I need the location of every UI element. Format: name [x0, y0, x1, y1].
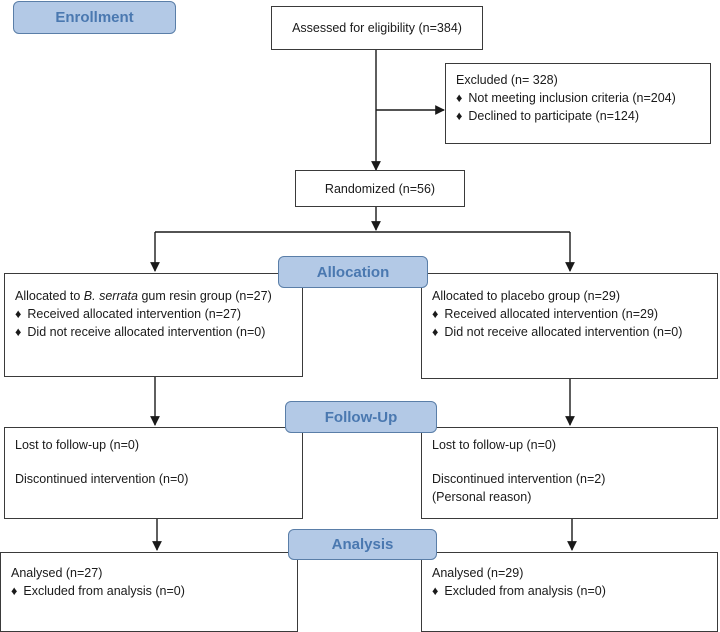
bullet-glyph: ♦: [11, 584, 18, 598]
followup-left-discontinued: Discontinued intervention (n=0): [15, 472, 189, 486]
bullet-glyph: ♦: [432, 584, 439, 598]
analysis-left-item: ♦Excluded from analysis (n=0): [11, 584, 185, 598]
stage-enrollment: Enrollment: [13, 1, 176, 34]
followup-right-reason: (Personal reason): [432, 490, 532, 504]
allocation-left-item: ♦Received allocated intervention (n=27): [15, 307, 242, 321]
allocation-right-box: Allocated to placebo group (n=29) ♦Recei…: [421, 273, 718, 379]
allocation-right-title: Allocated to placebo group (n=29): [432, 289, 620, 303]
bullet-glyph: ♦: [432, 325, 439, 339]
followup-left-box: Lost to follow-up (n=0) Discontinued int…: [4, 427, 303, 519]
bullet-glyph: ♦: [432, 307, 439, 321]
bullet-glyph: ♦: [456, 109, 463, 123]
bullet-glyph: ♦: [15, 307, 22, 321]
followup-right-discontinued: Discontinued intervention (n=2): [432, 472, 606, 486]
species-name: B. serrata: [83, 289, 138, 303]
stage-analysis: Analysis: [288, 529, 437, 560]
excluded-title: Excluded (n= 328): [456, 73, 558, 87]
excluded-box: Excluded (n= 328) ♦Not meeting inclusion…: [445, 63, 711, 144]
allocation-left-item: ♦Did not receive allocated intervention …: [15, 325, 266, 339]
assessed-box: Assessed for eligibility (n=384): [271, 6, 483, 50]
followup-left-lost: Lost to follow-up (n=0): [15, 438, 140, 452]
allocation-right-item: ♦Did not receive allocated intervention …: [432, 325, 683, 339]
analysis-right-box: Analysed (n=29) ♦Excluded from analysis …: [421, 552, 718, 632]
allocation-right-item: ♦Received allocated intervention (n=29): [432, 307, 659, 321]
allocation-left-box: Allocated to B. serrata gum resin group …: [4, 273, 303, 377]
followup-right-lost: Lost to follow-up (n=0): [432, 438, 557, 452]
stage-allocation: Allocation: [278, 256, 428, 288]
randomized-text: Randomized (n=56): [324, 181, 436, 196]
stage-followup: Follow-Up: [285, 401, 437, 433]
assessed-text: Assessed for eligibility (n=384): [292, 21, 462, 35]
excluded-item: ♦Declined to participate (n=124): [456, 109, 639, 123]
analysis-left-box: Analysed (n=27) ♦Excluded from analysis …: [0, 552, 298, 632]
analysis-left-title: Analysed (n=27): [11, 566, 103, 580]
bullet-glyph: ♦: [15, 325, 22, 339]
followup-right-box: Lost to follow-up (n=0) Discontinued int…: [421, 427, 718, 519]
analysis-right-item: ♦Excluded from analysis (n=0): [432, 584, 606, 598]
analysis-right-title: Analysed (n=29): [432, 566, 524, 580]
randomized-box: Randomized (n=56): [295, 170, 465, 207]
excluded-item: ♦Not meeting inclusion criteria (n=204): [456, 91, 676, 105]
bullet-glyph: ♦: [456, 91, 463, 105]
allocation-left-title: Allocated to B. serrata gum resin group …: [15, 289, 272, 303]
